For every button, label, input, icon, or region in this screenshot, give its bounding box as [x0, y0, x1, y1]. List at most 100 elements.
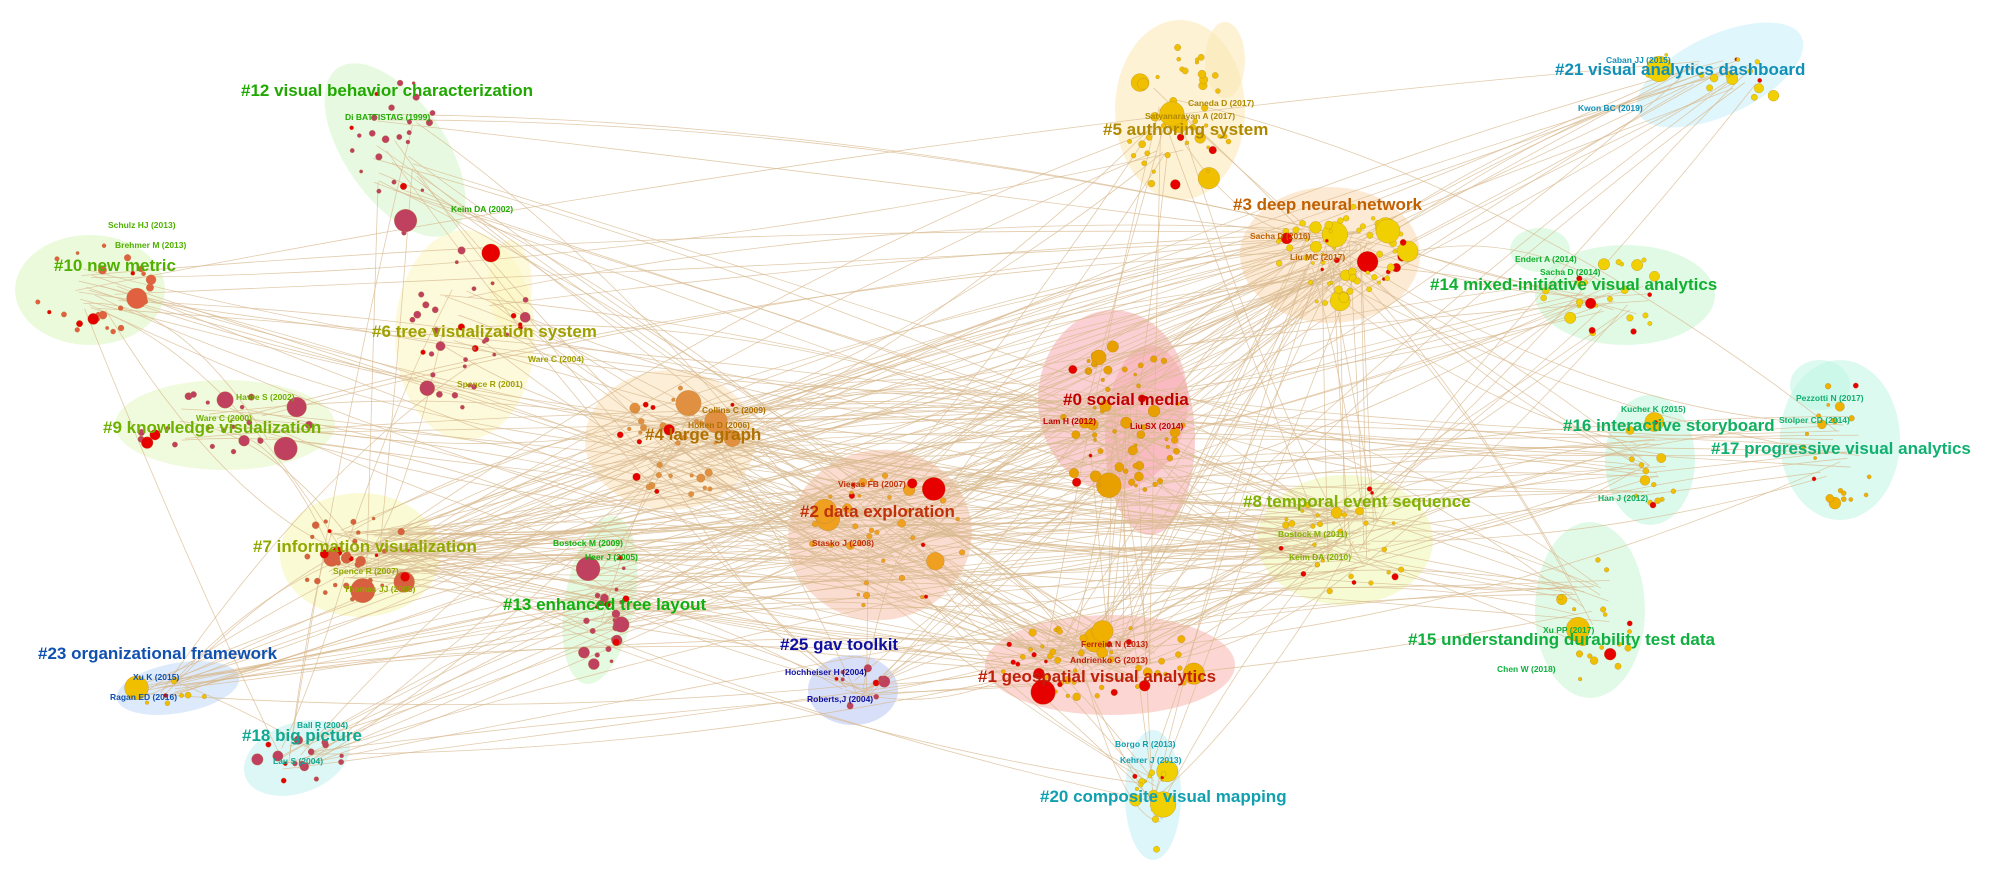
reference-node	[1572, 607, 1577, 612]
reference-node	[1069, 468, 1080, 479]
reference-node	[1170, 179, 1181, 190]
cocitation-link	[181, 438, 847, 688]
reference-node	[1138, 140, 1146, 148]
reference-node	[1091, 360, 1097, 367]
cocitation-link	[85, 286, 702, 421]
reference-node	[1366, 286, 1372, 293]
reference-node	[98, 265, 107, 275]
cocitation-link	[168, 536, 1317, 682]
cocitation-link	[869, 276, 1308, 559]
reference-node	[1300, 571, 1307, 577]
reference-node	[1222, 133, 1228, 139]
author-label: Lam H (2012)	[1043, 416, 1096, 426]
reference-node	[1020, 654, 1026, 660]
reference-node	[164, 700, 171, 706]
reference-node	[1137, 394, 1147, 403]
reference-node	[1128, 478, 1136, 486]
reference-node	[898, 574, 906, 582]
cocitation-link	[1173, 99, 1838, 432]
reference-node	[1826, 403, 1831, 407]
reference-node	[137, 429, 145, 436]
reference-node	[1201, 104, 1209, 112]
reference-node	[1835, 401, 1845, 412]
reference-node	[920, 594, 925, 600]
reference-node	[380, 583, 385, 588]
cluster-label-c8: #8 temporal event sequence	[1243, 492, 1471, 511]
reference-node	[1151, 815, 1159, 823]
reference-node	[689, 473, 694, 478]
reference-node	[1164, 152, 1171, 159]
cocitation-link	[341, 430, 1096, 555]
reference-node	[471, 383, 477, 390]
reference-node	[1217, 134, 1222, 139]
reference-node	[731, 432, 738, 440]
cocitation-link	[1117, 229, 1312, 660]
reference-node	[1628, 456, 1635, 463]
reference-node	[1817, 419, 1827, 430]
cocitation-link	[1362, 471, 1634, 532]
cluster-hull-c21	[1636, 22, 1804, 128]
reference-node	[622, 595, 630, 603]
cocitation-link	[262, 236, 1341, 417]
cluster-label-c16: #16 interactive storyboard	[1563, 416, 1775, 435]
reference-node	[457, 323, 465, 331]
reference-node	[201, 694, 207, 699]
reference-node	[110, 328, 116, 335]
reference-node	[1727, 70, 1734, 77]
cocitation-link	[174, 536, 915, 690]
reference-node	[1371, 274, 1378, 281]
cluster-hull-c10	[15, 235, 165, 345]
reference-node	[1195, 57, 1200, 62]
cocitation-link	[84, 308, 281, 757]
cocitation-link	[663, 432, 1154, 801]
reference-node	[1177, 665, 1183, 671]
reference-node	[1322, 300, 1328, 306]
cocitation-link	[711, 275, 1357, 418]
reference-node	[1587, 653, 1593, 659]
reference-node	[1128, 626, 1133, 631]
reference-node	[583, 617, 590, 624]
reference-node	[310, 534, 315, 540]
author-label: Di BATTISTAG (1999)	[345, 112, 430, 122]
cocitation-link	[338, 277, 1588, 553]
reference-node	[1654, 497, 1661, 504]
cocitation-link	[1338, 248, 1844, 426]
reference-node	[1626, 620, 1633, 627]
cocitation-link	[388, 529, 1610, 622]
reference-node	[1631, 259, 1644, 271]
cocitation-link	[1050, 253, 1317, 659]
author-label: Spence R (2007)	[333, 566, 399, 576]
reference-node	[730, 402, 735, 407]
cocitation-link	[144, 444, 688, 689]
cocitation-link	[297, 527, 866, 769]
reference-node	[1641, 257, 1647, 263]
reference-node	[1371, 216, 1376, 221]
cocitation-link	[335, 431, 685, 570]
reference-node	[1804, 431, 1809, 436]
reference-node	[519, 311, 531, 323]
cocitation-link	[155, 524, 868, 686]
reference-node	[654, 488, 660, 494]
reference-node	[638, 430, 643, 435]
reference-node	[668, 473, 673, 479]
reference-node	[322, 590, 328, 595]
reference-node	[1099, 684, 1105, 691]
reference-node	[504, 332, 510, 337]
reference-node	[604, 601, 611, 608]
cocitation-link	[281, 576, 345, 749]
reference-node	[329, 548, 334, 554]
reference-node	[467, 383, 472, 388]
reference-node	[472, 346, 476, 351]
cocitation-link	[1147, 238, 1315, 430]
reference-node	[1314, 299, 1319, 304]
reference-node	[35, 299, 41, 305]
reference-node	[481, 243, 501, 263]
reference-node	[1368, 580, 1374, 586]
reference-node	[693, 419, 699, 425]
reference-node	[1127, 445, 1138, 456]
reference-node	[1576, 298, 1584, 306]
cocitation-link	[143, 683, 869, 705]
reference-node	[1300, 509, 1305, 513]
cocitation-link	[1109, 74, 1739, 399]
reference-node	[1381, 546, 1388, 553]
